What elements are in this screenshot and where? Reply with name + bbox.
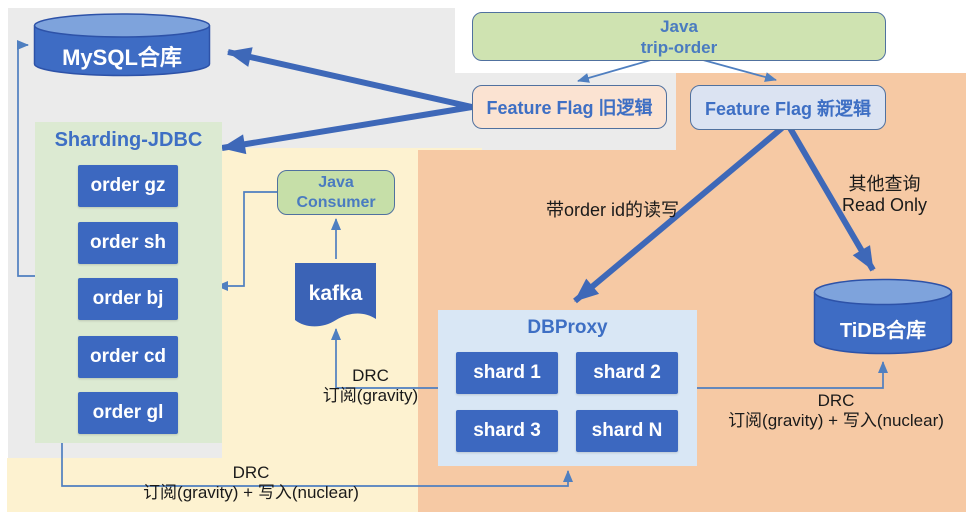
edge-label-other-query-read-only: 其他查询 Read Only <box>827 174 942 216</box>
dbproxy-shard-1: shard 1 <box>456 352 558 394</box>
feature-flag-new-node: Feature Flag 新逻辑 <box>690 85 886 130</box>
other-query-line2: Read Only <box>841 195 928 215</box>
edge-label-drc-subscribe-write-tidb: DRC 订阅(gravity) + 写入(nuclear) <box>716 391 956 431</box>
order-shard-gl: order gl <box>78 392 178 434</box>
feature-flag-new-label: Feature Flag 新逻辑 <box>704 98 872 119</box>
java-consumer-line2: Consumer <box>296 193 376 211</box>
order-shard-gz: order gz <box>78 165 178 207</box>
mysql-database: MySQL合库 <box>33 13 211 77</box>
dbproxy-shard-n: shard N <box>576 410 678 452</box>
java-consumer-line1: Java <box>318 173 354 191</box>
drc-bottom-line2: 订阅(gravity) + 写入(nuclear) <box>143 483 359 502</box>
sharding-jdbc-title: Sharding-JDBC <box>54 129 203 151</box>
order-shard-bj: order bj <box>78 278 178 320</box>
dbproxy-shard-3: shard 3 <box>456 410 558 452</box>
drc-kafka-line1: DRC <box>352 366 389 385</box>
mysql-label: MySQL合库 <box>62 45 182 70</box>
kafka-node: kafka <box>294 262 377 330</box>
java-trip-order-line1: Java <box>660 16 698 36</box>
java-trip-order-node: Java trip-order <box>472 12 886 61</box>
java-consumer-node: Java Consumer <box>277 170 395 215</box>
edge-label-drc-subscribe-kafka: DRC 订阅(gravity) <box>308 366 433 406</box>
cylinder-shape <box>33 13 211 77</box>
feature-flag-old-label: Feature Flag 旧逻辑 <box>486 98 653 118</box>
tidb-label: TiDB合库 <box>839 320 927 342</box>
java-trip-order-line2: trip-order <box>640 37 718 57</box>
drc-tidb-line1: DRC <box>817 391 855 410</box>
tidb-database: TiDB合库 <box>813 278 953 356</box>
cylinder-shape <box>813 278 953 355</box>
feature-flag-old-node: Feature Flag 旧逻辑 <box>472 85 667 129</box>
drc-bottom-line1: DRC <box>232 463 270 482</box>
drc-tidb-line2: 订阅(gravity) + 写入(nuclear) <box>728 411 944 430</box>
kafka-label: kafka <box>308 282 363 305</box>
edge-label-order-id-read-write: 带order id的读写 <box>545 200 680 220</box>
other-query-line1: 其他查询 <box>848 174 921 194</box>
order-shard-sh: order sh <box>78 222 178 264</box>
drc-kafka-line2: 订阅(gravity) <box>322 386 419 405</box>
edge-label-drc-subscribe-write-bottom: DRC 订阅(gravity) + 写入(nuclear) <box>131 463 371 503</box>
order-shard-cd: order cd <box>78 336 178 378</box>
dbproxy-title: DBProxy <box>527 317 608 338</box>
dbproxy-shard-2: shard 2 <box>576 352 678 394</box>
